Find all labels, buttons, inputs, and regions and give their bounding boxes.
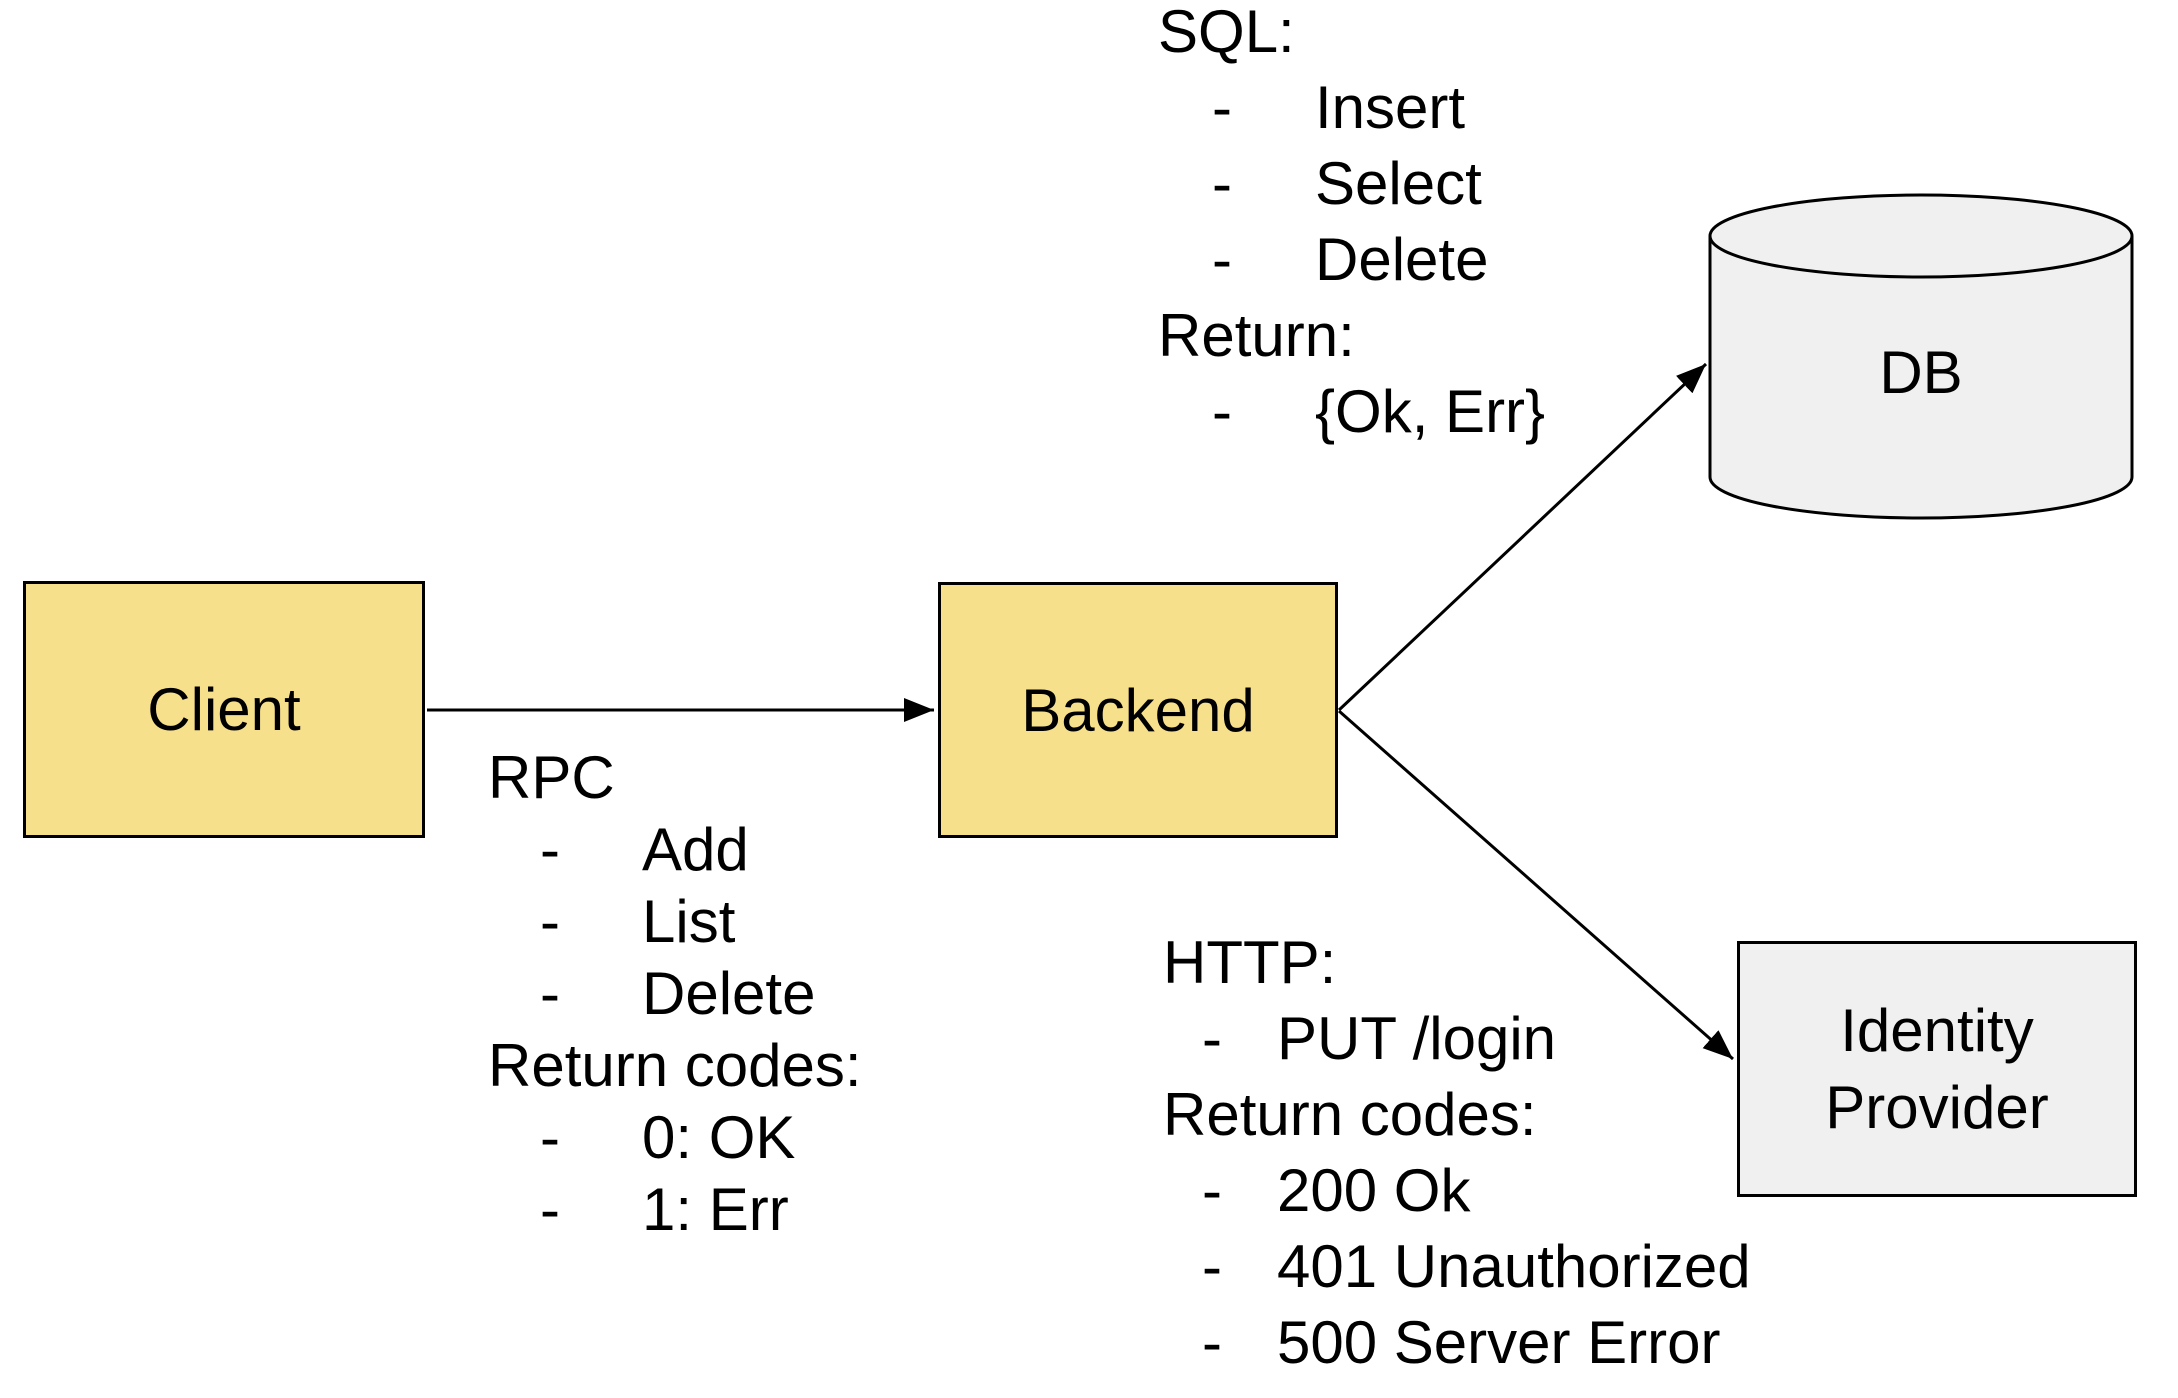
sql-item-text: {Ok, Err} xyxy=(1315,378,1546,445)
sql-title: SQL: xyxy=(1158,0,1295,65)
client-node: Client xyxy=(23,581,425,838)
sql-list-item: - Delete xyxy=(1158,222,1545,298)
http-list-item: -200 Ok xyxy=(1163,1153,1751,1229)
bullet-dash: - xyxy=(1212,226,1232,293)
sql-list-item: - Insert xyxy=(1158,70,1545,146)
http-item-text: 500 Server Error xyxy=(1277,1309,1721,1376)
rpc-item-text: Delete xyxy=(642,960,816,1027)
http-annotation: HTTP: -PUT /login Return codes: -200 Ok … xyxy=(1163,925,1751,1381)
rpc-item-text: List xyxy=(642,888,736,955)
rpc-list-item: - 1: Err xyxy=(488,1174,862,1246)
bullet-dash: - xyxy=(1202,1005,1222,1072)
rpc-item-text: 1: Err xyxy=(642,1176,789,1243)
db-cylinder-shape xyxy=(1708,193,2134,520)
rpc-list-item: - Delete xyxy=(488,958,862,1030)
backend-node: Backend xyxy=(938,582,1338,838)
sql-return-title: Return: xyxy=(1158,302,1355,369)
sql-item-text: Select xyxy=(1315,150,1482,217)
bullet-dash: - xyxy=(540,960,560,1027)
http-item-text: PUT /login xyxy=(1277,1005,1557,1072)
http-item-text: 401 Unauthorized xyxy=(1277,1233,1751,1300)
sql-list-item: - Select xyxy=(1158,146,1545,222)
sql-item-text: Insert xyxy=(1315,74,1466,141)
bullet-dash: - xyxy=(1212,74,1232,141)
http-return-title: Return codes: xyxy=(1163,1081,1537,1148)
bullet-dash: - xyxy=(1212,378,1232,445)
sql-item-text: Delete xyxy=(1315,226,1489,293)
bullet-dash: - xyxy=(540,888,560,955)
rpc-return-title: Return codes: xyxy=(488,1032,862,1099)
http-title: HTTP: xyxy=(1163,929,1337,996)
client-label: Client xyxy=(147,676,301,743)
db-label: DB xyxy=(1879,339,1963,406)
identity-provider-label: Identity Provider xyxy=(1825,997,2049,1141)
backend-label: Backend xyxy=(1021,676,1255,744)
bullet-dash: - xyxy=(540,1104,560,1171)
http-list-item: -401 Unauthorized xyxy=(1163,1229,1751,1305)
arrow-backend-to-db xyxy=(1337,362,1708,712)
http-list-item: -PUT /login xyxy=(1163,1001,1751,1077)
bullet-dash: - xyxy=(1212,150,1232,217)
rpc-item-text: Add xyxy=(642,816,749,883)
rpc-list-item: - List xyxy=(488,886,862,958)
bullet-dash: - xyxy=(540,816,560,883)
bullet-dash: - xyxy=(540,1176,560,1243)
sql-annotation: SQL: - Insert - Select - Delete Return: - {O… xyxy=(1158,0,1545,450)
sql-list-item: - {Ok, Err} xyxy=(1158,374,1545,450)
bullet-dash: - xyxy=(1202,1233,1222,1300)
identity-provider-node: Identity Provider xyxy=(1737,941,2137,1197)
bullet-dash: - xyxy=(1202,1157,1222,1224)
rpc-list-item: - Add xyxy=(488,814,862,886)
bullet-dash: - xyxy=(1202,1309,1222,1376)
rpc-list-item: - 0: OK xyxy=(488,1102,862,1174)
rpc-item-text: 0: OK xyxy=(642,1104,796,1171)
rpc-title: RPC xyxy=(488,744,615,811)
http-list-item: -500 Server Error xyxy=(1163,1305,1751,1381)
rpc-annotation: RPC - Add - List - Delete Return codes: - 0:… xyxy=(488,742,862,1246)
arrow-backend-to-identity-provider xyxy=(1338,709,1734,1061)
http-item-text: 200 Ok xyxy=(1277,1157,1471,1224)
